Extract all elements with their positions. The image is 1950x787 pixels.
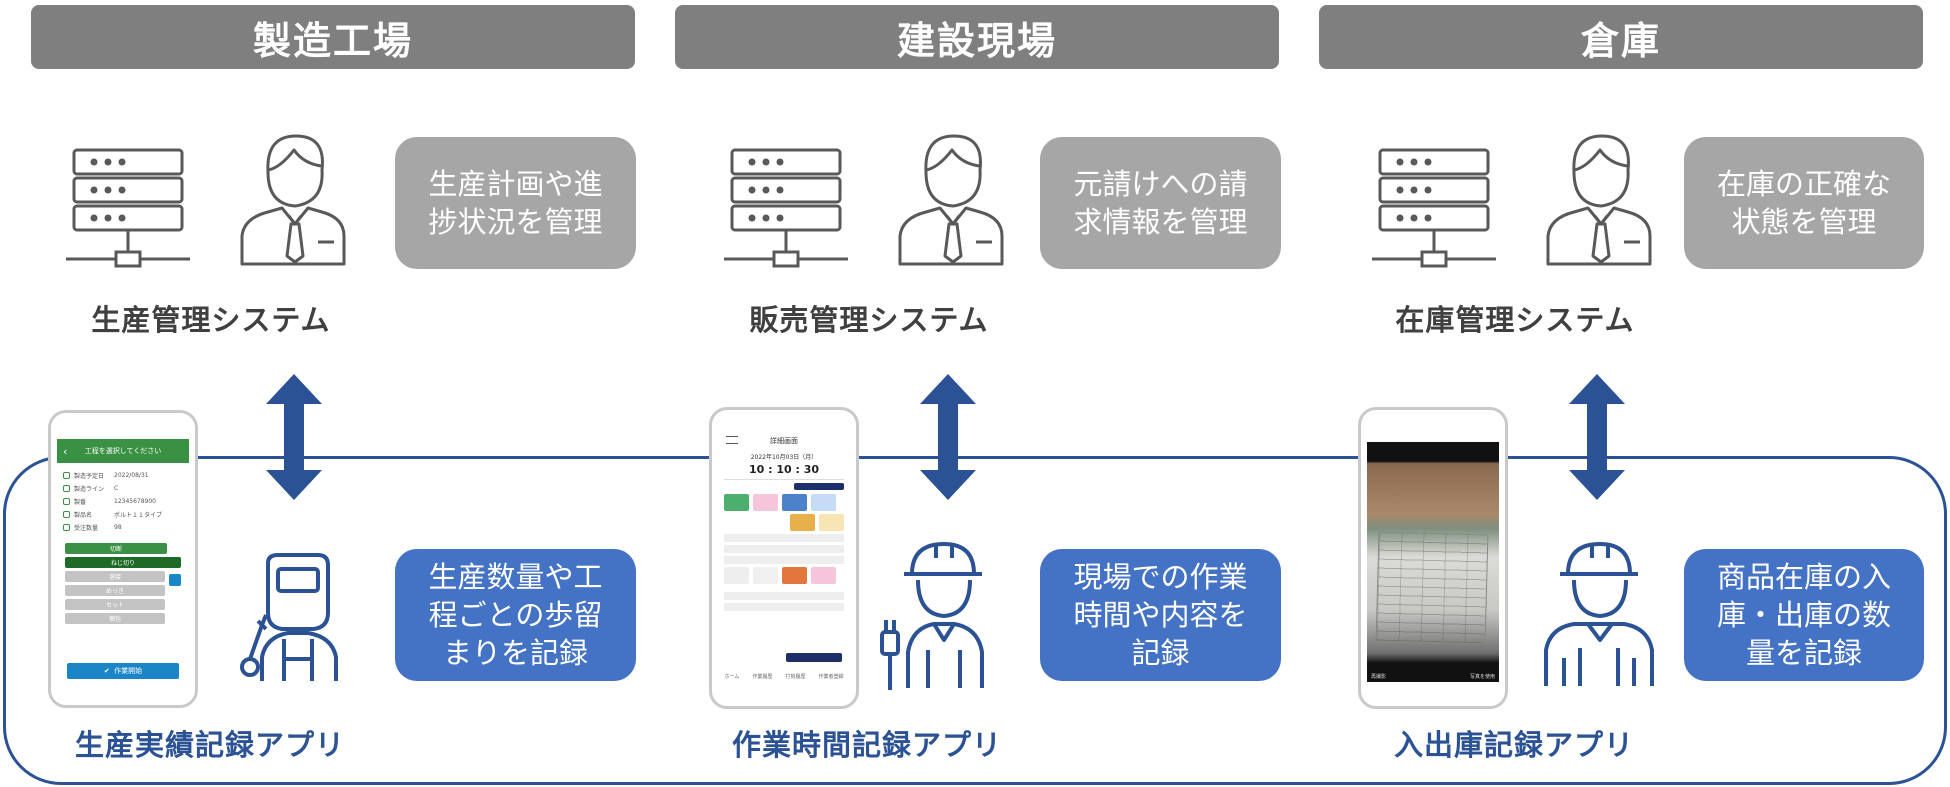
app-bubble: 現場での作業 時間や内容を 記録 xyxy=(1040,549,1281,681)
system-bubble: 在庫の正確な 状態を管理 xyxy=(1684,137,1924,269)
bidirectional-arrow-icon xyxy=(918,374,978,500)
server-icon xyxy=(724,148,848,270)
manager-icon xyxy=(896,132,1006,266)
system-bubble: 生産計画や進 捗状況を管理 xyxy=(395,137,636,269)
step-button: ねじ切り xyxy=(65,557,181,568)
bidirectional-arrow-icon xyxy=(264,374,324,500)
step-button: 切断 xyxy=(65,543,167,554)
use-photo-label: 写真を使用 xyxy=(1469,674,1495,680)
system-bubble: 元請けへの請 求情報を管理 xyxy=(1040,137,1281,269)
nav-register: 作業者登録 xyxy=(818,673,844,680)
step-button: 梱包 xyxy=(65,613,165,624)
warehouse-worker-icon xyxy=(1540,540,1658,688)
electrician-icon xyxy=(878,540,1000,690)
step-button: めっき xyxy=(65,585,165,596)
server-icon xyxy=(1372,148,1496,270)
app-label: 作業時間記録アプリ xyxy=(731,728,1002,762)
retake-label: 再撮影 xyxy=(1371,674,1387,680)
document-photo xyxy=(1375,531,1489,645)
system-label: 販売管理システム xyxy=(749,303,989,337)
header-construction: 建設現場 xyxy=(675,5,1279,69)
server-icon xyxy=(66,148,190,270)
camera-preview xyxy=(1367,442,1499,682)
external-link-icon xyxy=(169,574,181,586)
menu-icon xyxy=(726,436,738,444)
nav-stamp: 打刻履歴 xyxy=(785,673,806,680)
app-label: 生産実績記録アプリ xyxy=(74,728,345,762)
phone-inventory-app: 再撮影 写真を使用 xyxy=(1358,407,1508,709)
step-button: セット xyxy=(65,599,165,610)
start-work-button: ✔ 作業開始 xyxy=(67,663,179,679)
step-button: 溶接 xyxy=(65,571,165,582)
system-label: 生産管理システム xyxy=(91,303,331,337)
submit-button xyxy=(786,653,842,662)
app-label: 入出庫記録アプリ xyxy=(1393,728,1634,762)
app-title-bar: ‹工程を選択してください xyxy=(57,439,189,463)
header-factory: 製造工場 xyxy=(31,5,635,69)
welder-icon xyxy=(232,553,348,685)
header-warehouse: 倉庫 xyxy=(1319,5,1923,69)
manager-icon xyxy=(1544,132,1654,266)
nav-home: ホーム xyxy=(724,673,740,680)
nav-history: 作業履歴 xyxy=(752,673,773,680)
phone-worktime-app: 詳細画面 2022年10月03日（月） 10 : 10 : 30 ホーム 作業履… xyxy=(709,407,859,709)
manager-icon xyxy=(238,132,348,266)
system-label: 在庫管理システム xyxy=(1395,303,1635,337)
app-bubble: 商品在庫の入 庫・出庫の数 量を記録 xyxy=(1684,549,1924,681)
app-bubble: 生産数量や工 程ごとの歩留 まりを記録 xyxy=(395,549,636,681)
bidirectional-arrow-icon xyxy=(1567,374,1627,500)
